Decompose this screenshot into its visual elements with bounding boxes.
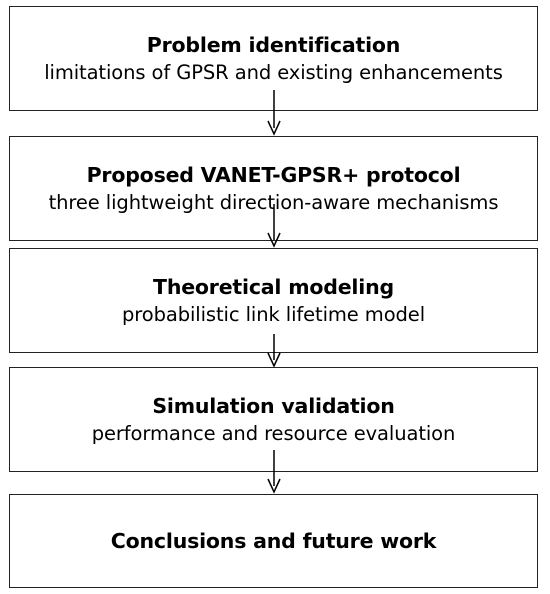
step-subtitle: limitations of GPSR and existing enhance… [44,60,503,84]
arrow-down-icon [267,90,281,136]
step-box-conclusions: Conclusions and future work [9,494,538,588]
step-subtitle: three lightweight direction-aware mechan… [48,190,499,214]
step-title: Conclusions and future work [110,528,437,553]
step-title: Proposed VANET-GPSR+ protocol [86,162,461,187]
arrow-down-icon [267,204,281,248]
step-title: Simulation validation [152,393,395,418]
step-subtitle: performance and resource evaluation [91,421,456,445]
step-title: Theoretical modeling [153,274,394,299]
step-subtitle: probabilistic link lifetime model [121,302,426,326]
step-title: Problem identification [146,32,401,57]
arrow-down-icon [267,334,281,368]
arrow-down-icon [267,450,281,494]
step-box-simulation-validation: Simulation validation performance and re… [9,367,538,472]
